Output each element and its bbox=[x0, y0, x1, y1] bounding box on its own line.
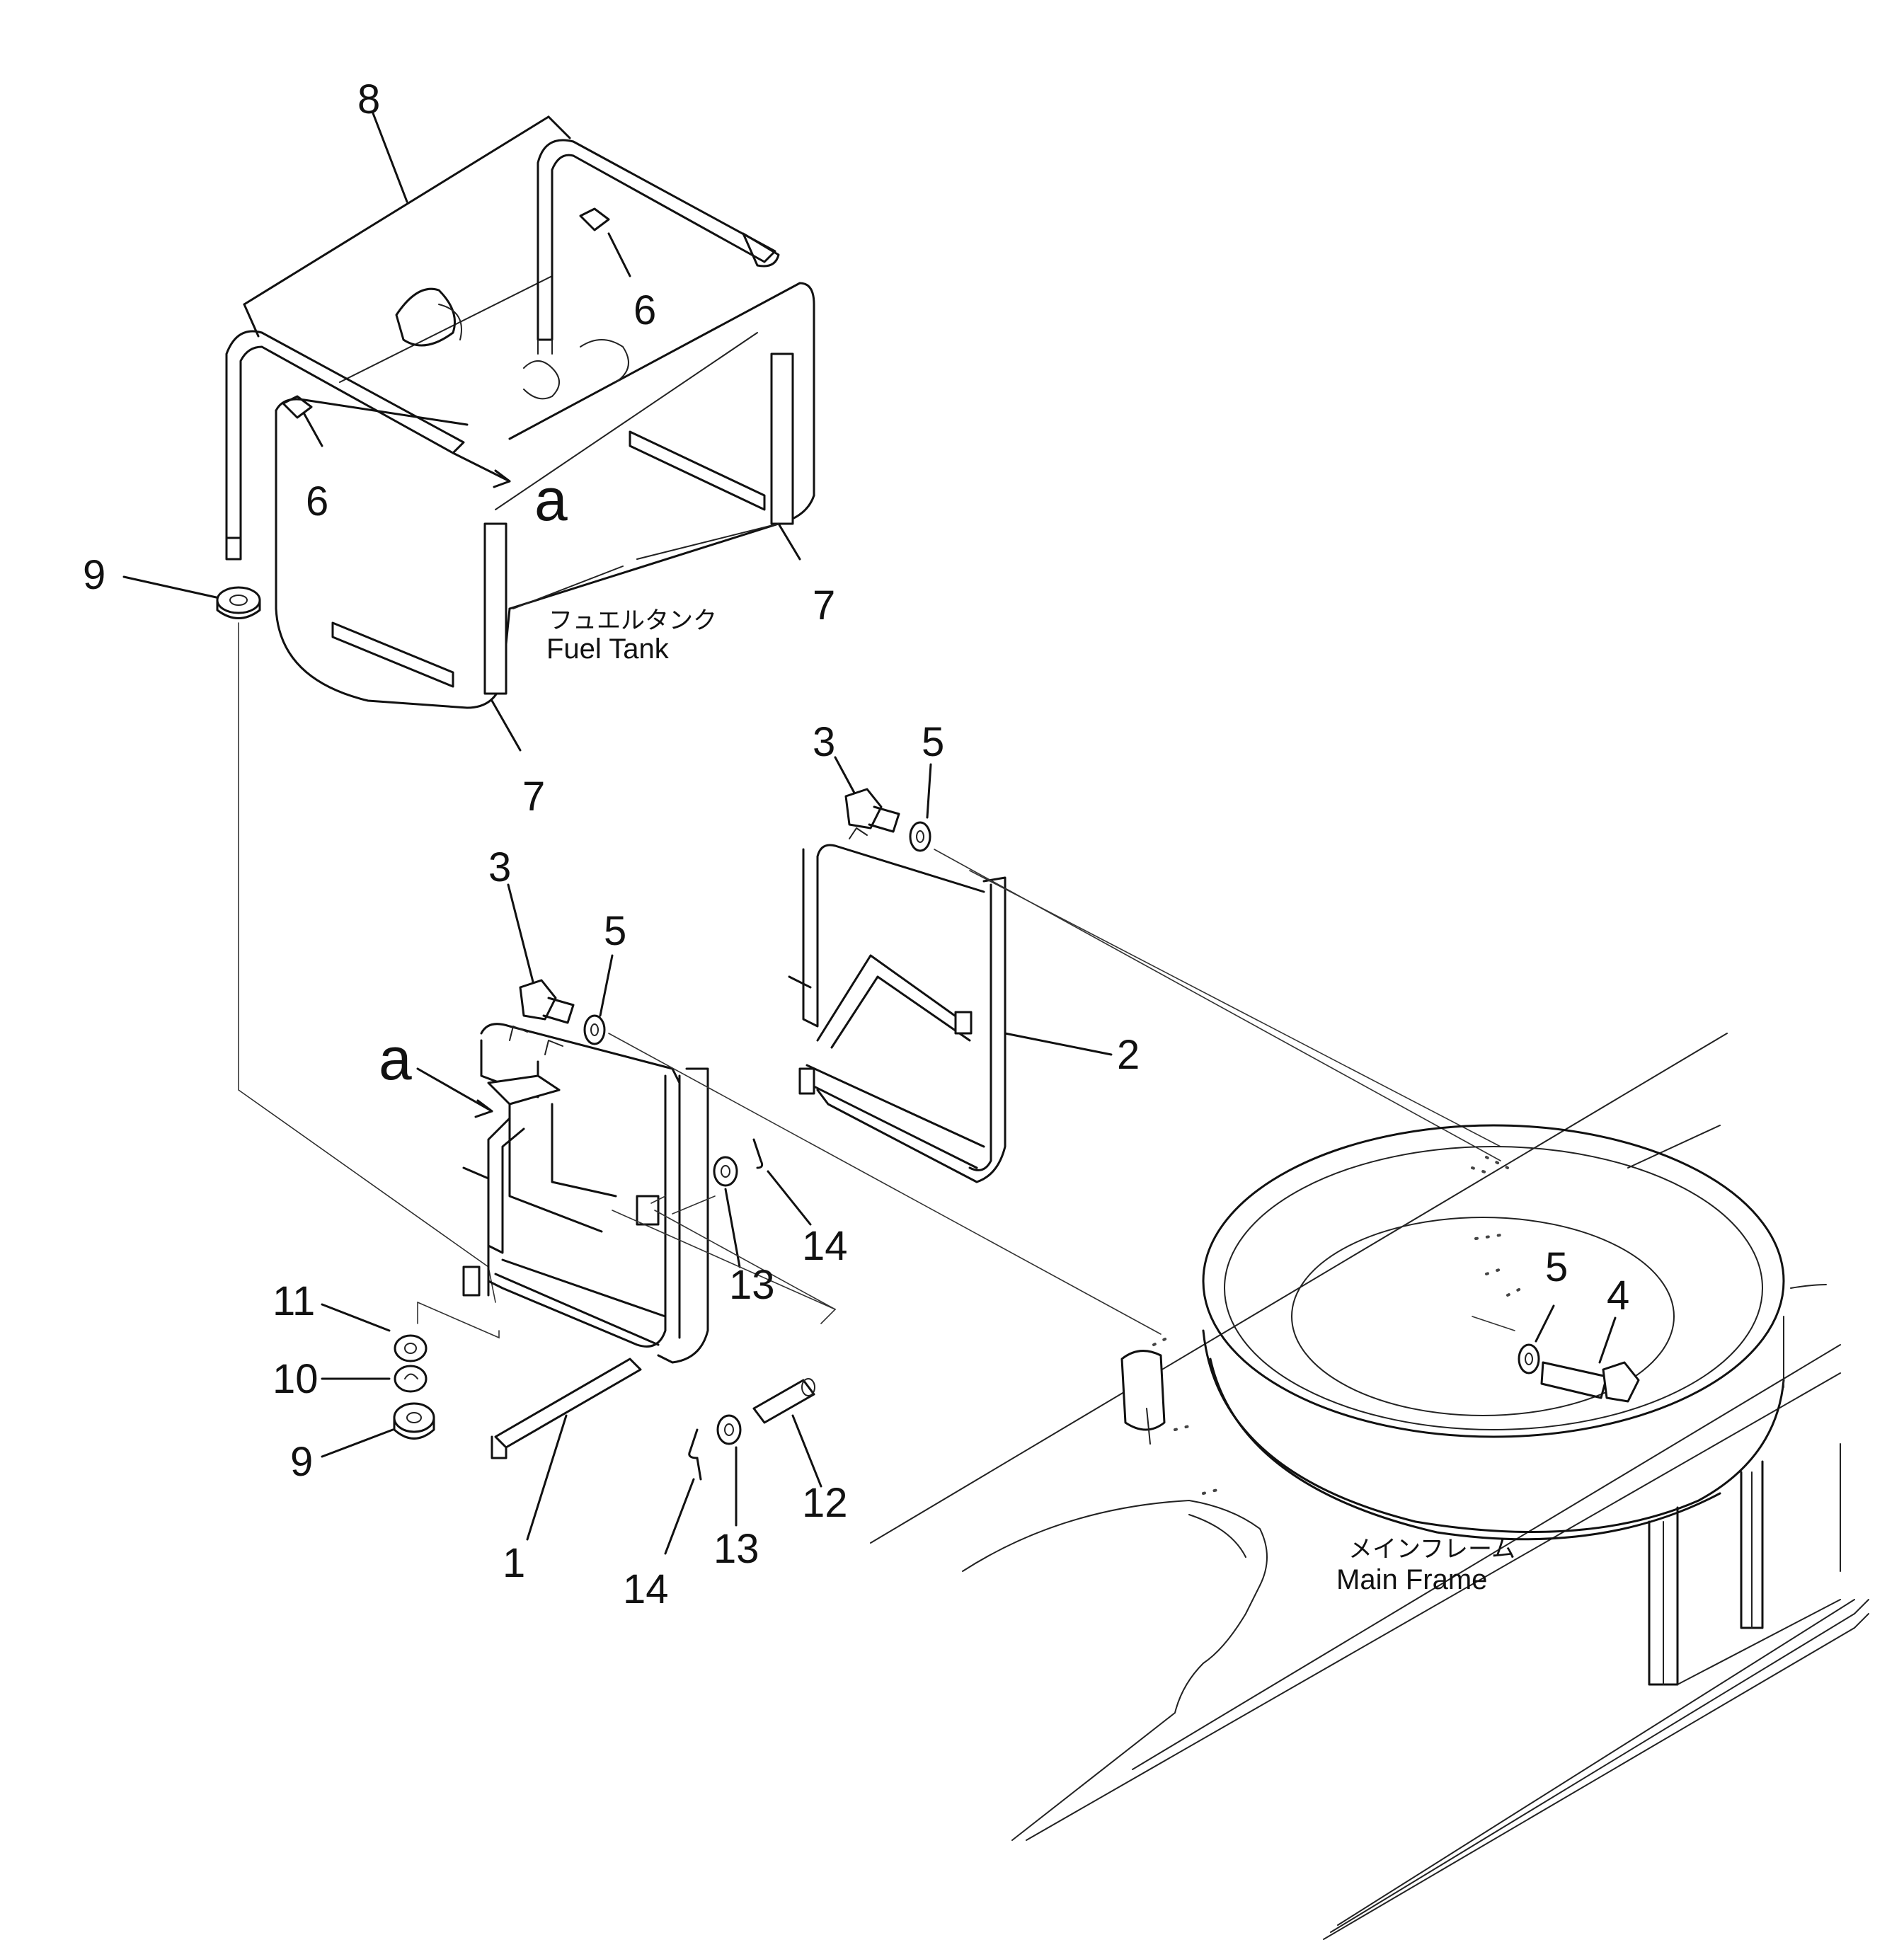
callout-14-bottom: 14 bbox=[623, 1566, 669, 1612]
label-main-frame-en: Main Frame bbox=[1336, 1564, 1487, 1595]
callout-13-right: 13 bbox=[729, 1262, 775, 1308]
bracket-1 bbox=[416, 1023, 709, 1541]
spacer-stack bbox=[321, 1302, 500, 1458]
bolt-3-left bbox=[507, 883, 1162, 1335]
callout-5-right: 5 bbox=[922, 719, 944, 765]
label-fuel-tank-jp: フュエルタンク bbox=[549, 607, 717, 635]
callout-3-right: 3 bbox=[813, 719, 835, 765]
fuel-tank bbox=[225, 112, 815, 752]
bolt-4 bbox=[1518, 1304, 1640, 1403]
callout-1: 1 bbox=[503, 1540, 525, 1586]
bracket-2 bbox=[788, 827, 1501, 1183]
label-main-frame-jp: メインフレーム bbox=[1348, 1535, 1515, 1563]
callout-6-left: 6 bbox=[306, 478, 328, 524]
callout-7-right: 7 bbox=[813, 582, 835, 629]
callout-13-bottom: 13 bbox=[713, 1526, 759, 1572]
callout-4: 4 bbox=[1607, 1273, 1629, 1319]
callout-7-bottom: 7 bbox=[522, 774, 545, 820]
callout-5-frame: 5 bbox=[1545, 1244, 1568, 1290]
label-fuel-tank-en: Fuel Tank bbox=[546, 633, 670, 665]
callout-9-bottom: 9 bbox=[290, 1439, 313, 1485]
callout-2: 2 bbox=[1117, 1032, 1140, 1078]
callout-3-left: 3 bbox=[488, 844, 511, 890]
nut-9-top bbox=[122, 575, 496, 1303]
main-frame bbox=[870, 1033, 1869, 1940]
callout-12: 12 bbox=[802, 1480, 848, 1526]
callout-9-top: 9 bbox=[83, 552, 105, 598]
callout-8: 8 bbox=[357, 76, 380, 122]
pin-assembly bbox=[612, 1138, 837, 1555]
callout-14-right: 14 bbox=[802, 1223, 848, 1269]
callout-10: 10 bbox=[273, 1356, 319, 1402]
callout-6-top: 6 bbox=[633, 287, 656, 333]
alignment-mark-a-bottom: a bbox=[379, 1026, 412, 1092]
tank-strap-front bbox=[225, 330, 507, 695]
tank-strap-rear bbox=[537, 139, 794, 525]
bolt-3-right bbox=[834, 756, 932, 852]
alignment-mark-a-top: a bbox=[534, 466, 568, 533]
callout-11: 11 bbox=[273, 1278, 315, 1324]
callout-5-left: 5 bbox=[604, 908, 626, 954]
